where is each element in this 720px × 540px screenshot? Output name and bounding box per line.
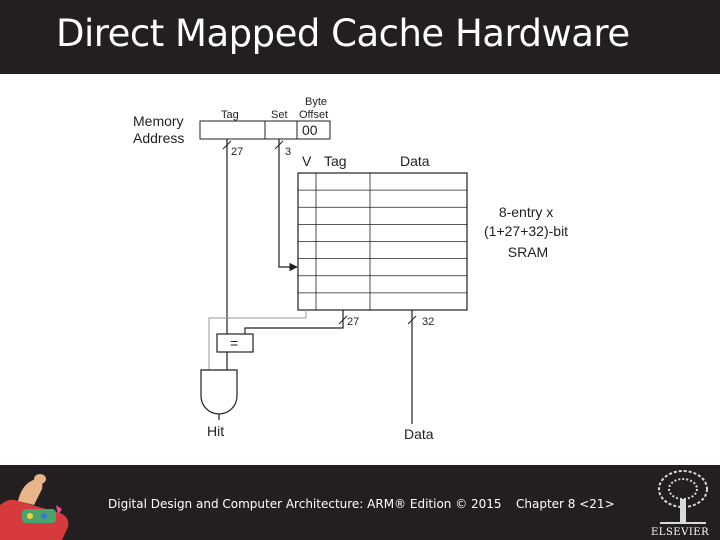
sram-label-line3: SRAM — [508, 244, 548, 260]
title-bar: Direct Mapped Cache Hardware — [0, 0, 720, 74]
valid-bit-wire — [208, 310, 307, 370]
field-tag-label: Tag — [221, 109, 239, 121]
data-out-label: Data — [404, 426, 434, 442]
stored-tag-width-label: 27 — [347, 316, 359, 328]
elsevier-tree-logo — [658, 470, 708, 524]
book-citation: Digital Design and Computer Architecture… — [108, 497, 502, 511]
data-out-slash — [407, 315, 417, 325]
column-data-label: Data — [400, 153, 430, 169]
column-v-label: V — [302, 153, 312, 169]
chapter-page: Chapter 8 <21> — [516, 497, 615, 511]
set-wire-slash — [274, 140, 284, 150]
footer-bar: ELSEVIER — [0, 465, 720, 540]
comparator-box — [216, 333, 254, 353]
data-out-width-label: 32 — [422, 316, 434, 328]
hit-label: Hit — [207, 423, 224, 439]
tag-wire-slash — [222, 140, 232, 150]
sram-array — [297, 172, 468, 311]
set-width-label: 3 — [285, 146, 291, 158]
set-wire — [278, 139, 298, 272]
field-byte-offset-line1: Byte — [305, 96, 327, 108]
sram-label: 8-entry x (1+27+32)-bit SRAM — [484, 204, 572, 260]
tag-width-label: 27 — [231, 146, 243, 158]
memory-address-label-line1: Memory — [133, 113, 184, 129]
column-tag-label: Tag — [324, 153, 347, 169]
field-byte-offset-label: Byte Offset — [299, 96, 330, 121]
memory-address-label-line2: Address — [133, 130, 184, 146]
memory-address-label: Memory Address — [133, 113, 187, 146]
field-byte-offset-line2: Offset — [299, 109, 328, 121]
sram-label-line1: 8-entry x — [499, 204, 553, 220]
address-register — [199, 120, 331, 140]
field-set-label: Set — [271, 109, 288, 121]
slide-title: Direct Mapped Cache Hardware — [56, 12, 630, 55]
and-gate — [200, 369, 238, 415]
stored-tag-slash — [338, 315, 348, 325]
byte-offset-value: 00 — [302, 122, 318, 138]
sram-label-line2: (1+27+32)-bit — [484, 223, 568, 239]
cache-diagram: Memory Address Tag Set Byte Offset 00 27… — [133, 96, 572, 442]
stored-tag-wire — [244, 310, 344, 334]
publisher-label: ELSEVIER — [651, 527, 710, 538]
comparator-symbol: = — [230, 335, 238, 351]
mascot-icon — [0, 474, 69, 540]
